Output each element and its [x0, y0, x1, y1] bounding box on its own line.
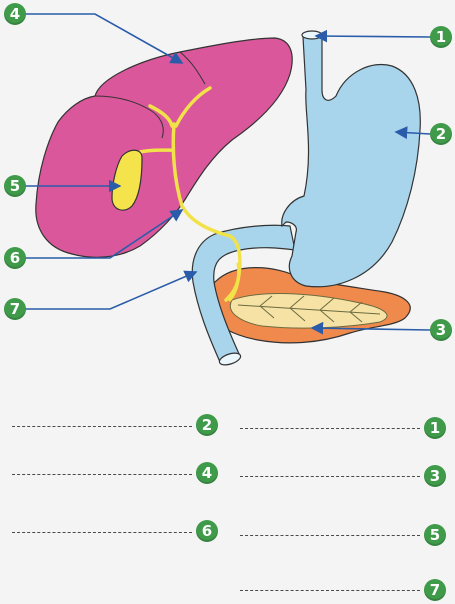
- label-badge-6: 6: [4, 247, 26, 269]
- answer-line-4[interactable]: [12, 474, 192, 475]
- liver: [36, 38, 292, 257]
- answer-badge-6: 6: [196, 520, 218, 542]
- arrow-7: [25, 272, 196, 309]
- answer-badge-5: 5: [424, 524, 446, 546]
- answer-badge-3: 3: [424, 465, 446, 487]
- label-badge-1: 1: [430, 26, 452, 48]
- stomach: [282, 34, 421, 287]
- answer-line-6[interactable]: [12, 532, 192, 533]
- answer-line-2[interactable]: [12, 426, 192, 427]
- answer-line-1[interactable]: [240, 428, 420, 429]
- label-badge-4: 4: [4, 3, 26, 25]
- label-badge-5: 5: [4, 175, 26, 197]
- answer-line-3[interactable]: [240, 476, 420, 477]
- label-badge-7: 7: [4, 298, 26, 320]
- label-badge-2: 2: [430, 123, 452, 145]
- arrow-1: [316, 36, 430, 37]
- answer-line-7[interactable]: [240, 590, 420, 591]
- answer-line-5[interactable]: [240, 535, 420, 536]
- answer-badge-4: 4: [196, 462, 218, 484]
- label-badge-3: 3: [430, 319, 452, 341]
- answer-badge-1: 1: [424, 417, 446, 439]
- esophagus-opening: [302, 31, 322, 39]
- answer-badge-2: 2: [196, 414, 218, 436]
- arrow-4: [22, 14, 182, 63]
- answer-badge-7: 7: [424, 579, 446, 601]
